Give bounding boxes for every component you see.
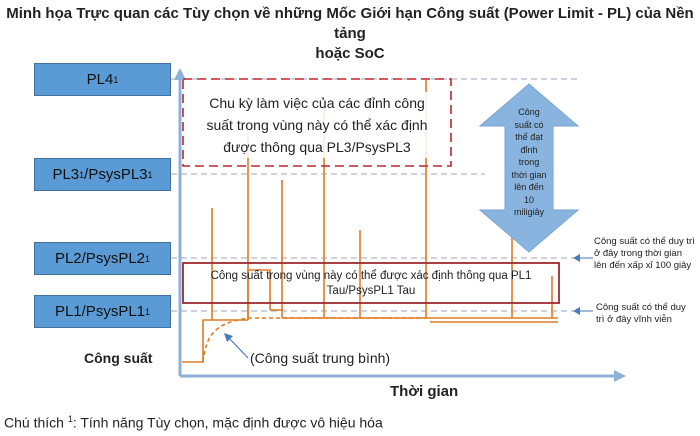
level-pl3-tail-sup: 1 bbox=[147, 169, 153, 180]
x-axis-arrowhead bbox=[614, 370, 626, 382]
level-pl3-base: PL3 bbox=[52, 166, 80, 183]
level-guide-lines bbox=[171, 78, 578, 312]
pl3-region-box bbox=[182, 78, 452, 167]
side-pointers bbox=[573, 254, 593, 315]
footnote-text: : Tính năng Tùy chọn, mặc định được vô h… bbox=[72, 414, 383, 431]
arrow-text-line-7: lên đến bbox=[514, 182, 544, 192]
pl2-note-line-1: Công suất có thể duy trì bbox=[594, 236, 695, 247]
pl3-region-line-3: được thông qua PL3/PsysPL3 bbox=[223, 139, 411, 155]
arrow-text-line-4: đỉnh bbox=[520, 144, 538, 155]
arrow-text-line-3: thể đạt bbox=[515, 132, 543, 142]
arrow-text-line-1: Công bbox=[518, 107, 540, 117]
pl1-side-note: Công suất có thể duy trì ở đây vĩnh viễn bbox=[596, 302, 698, 326]
pl3-region-line-1: Chu kỳ làm việc của các đỉnh công bbox=[209, 95, 425, 111]
level-pl2-sup: 1 bbox=[145, 253, 151, 264]
arrow-text-line-9: miligiây bbox=[513, 207, 544, 217]
level-pl3-sup: 1 bbox=[79, 169, 85, 180]
footnote: Chú thích 1: Tính năng Tùy chọn, mặc địn… bbox=[4, 414, 383, 431]
arrow-text-line-8: 10 bbox=[523, 194, 534, 205]
pl1-note-line-2: trì ở đây vĩnh viễn bbox=[596, 314, 672, 325]
pl1-tau-region-box bbox=[182, 262, 560, 304]
level-pl1-base: PL1/PsysPL1 bbox=[54, 303, 146, 320]
level-pl4-sup: 1 bbox=[113, 74, 119, 85]
arrow-text-line-2: suất có bbox=[514, 119, 544, 130]
pl1-tau-line-2: Tau/PsysPL1 Tau bbox=[326, 285, 416, 297]
pl1-tau-line-1: Công suất trong vùng này có thể được xác… bbox=[210, 270, 532, 282]
y-axis-label: Công suất bbox=[84, 350, 153, 366]
level-pl1-sup: 1 bbox=[145, 306, 151, 317]
trace-start bbox=[182, 319, 212, 363]
level-pl3-tail: /PsysPL3 bbox=[84, 166, 148, 183]
title-line-2: hoặc SoC bbox=[315, 45, 385, 62]
average-power-curve bbox=[202, 317, 425, 363]
level-pl2-base: PL2/PsysPL2 bbox=[54, 250, 146, 267]
diagram-title: Minh họa Trực quan các Tùy chọn về những… bbox=[0, 4, 700, 64]
pl2-side-note: Công suất có thể duy trì ở đây trong thờ… bbox=[594, 236, 698, 272]
pl1-note-line-1: Công suất có thể duy bbox=[596, 302, 686, 313]
trace-step bbox=[247, 269, 271, 320]
y-axis-arrowhead bbox=[174, 68, 186, 80]
arrow-text-line-6: thời gian bbox=[511, 169, 547, 180]
pl3-region-line-2: suất trong vùng này có thể xác định bbox=[206, 117, 428, 133]
pl3-region-text: Chu kỳ làm việc của các đỉnh công suất t… bbox=[186, 92, 448, 158]
title-line-1: Minh họa Trực quan các Tùy chọn về những… bbox=[6, 5, 694, 42]
pl2-note-line-2: ở đây trong thời gian bbox=[594, 248, 682, 259]
pl1-tau-region-text: Công suất trong vùng này có thể được xác… bbox=[186, 269, 556, 299]
level-pl4-base: PL4 bbox=[86, 71, 114, 88]
footnote-sup: 1 bbox=[67, 414, 73, 424]
x-axis-label: Thời gian bbox=[390, 383, 459, 400]
average-power-label: (Công suất trung bình) bbox=[250, 350, 391, 366]
footnote-prefix: Chú thích bbox=[4, 414, 68, 431]
axes bbox=[174, 68, 626, 382]
peak-range-double-arrow bbox=[478, 83, 580, 253]
pl2-note-line-3: lên đến xấp xỉ 100 giây bbox=[594, 260, 692, 271]
peak-range-text: Công suất có thể đạt đỉnh trong thời gia… bbox=[505, 106, 553, 219]
arrow-text-line-5: trong bbox=[518, 157, 540, 167]
average-pointer-arrow bbox=[224, 333, 249, 359]
